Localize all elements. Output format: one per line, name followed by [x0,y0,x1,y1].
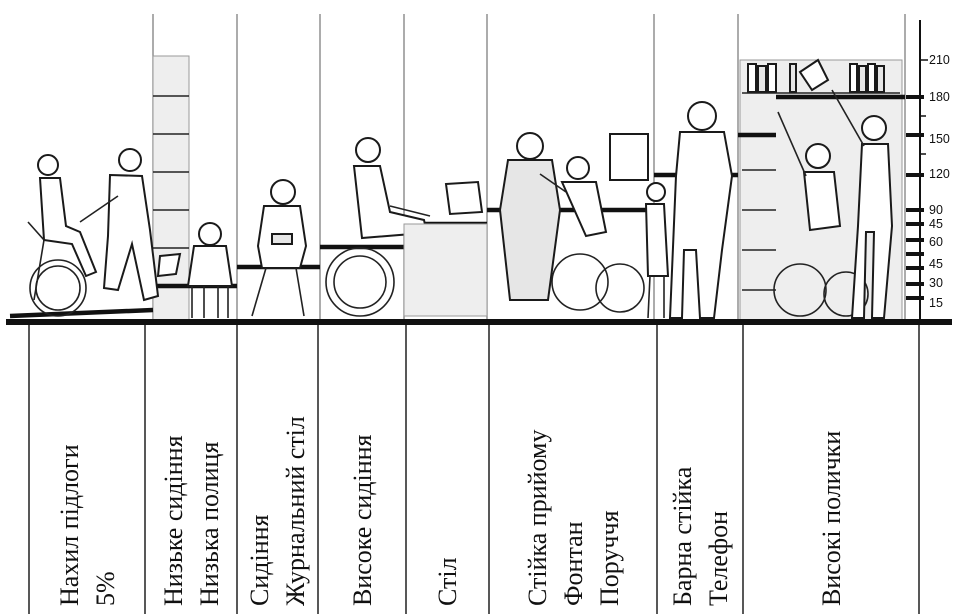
column-label-6-line-1: Стійка прийому [523,430,552,606]
column-label-3-line-2: Журнальний стіл [281,416,310,606]
scale-label-150-2: 150 [929,132,950,146]
reception-counter-figures [498,132,670,319]
scale-label-45-7: 45 [929,257,943,271]
low-bookshelf [152,55,190,322]
scale-label-30-8: 30 [929,276,943,290]
column-label-7-line-1: Барна стійка [668,466,697,606]
label-table-grid [28,325,920,614]
column-label-1-line-2: 5% [91,571,120,606]
column-label-6-line-2: Фонтан [559,521,588,606]
column-label-2-line-2: Низька полиця [195,442,224,606]
scale-label-180-1: 180 [929,90,950,104]
scale-label-15-9: 15 [929,296,943,310]
column-dividers-upper [152,14,906,322]
scale-label-45-5: 45 [929,217,943,231]
column-label-1-line-1: Нахил підлоги [55,444,84,606]
column-label-4-line-1: Високе сидіння [348,434,377,606]
column-label-3-line-1: Сидіння [245,514,274,606]
column-label-2-line-1: Низьке сидіння [159,435,188,606]
scale-label-120-3: 120 [929,167,950,181]
height-scale-ruler [906,20,928,322]
column-label-7-line-2: Телефон [704,511,733,606]
scale-label-90-4: 90 [929,203,943,217]
low-seat-child-figure [156,222,234,318]
high-shelf-reaching-figures [773,89,894,319]
scale-label-60-6: 60 [929,235,943,249]
bar-counter-standing-figure [668,101,734,319]
scale-label-210-0: 210 [929,53,950,67]
column-label-6-line-3: Поруччя [595,510,624,606]
wheelchair-ramp-figures [27,148,160,317]
desk-wheelchair-figure [325,137,488,317]
column-label-5-line-1: Стіл [433,557,462,606]
column-label-8-line-1: Високі полички [817,431,846,606]
seated-child-figure [251,179,308,317]
